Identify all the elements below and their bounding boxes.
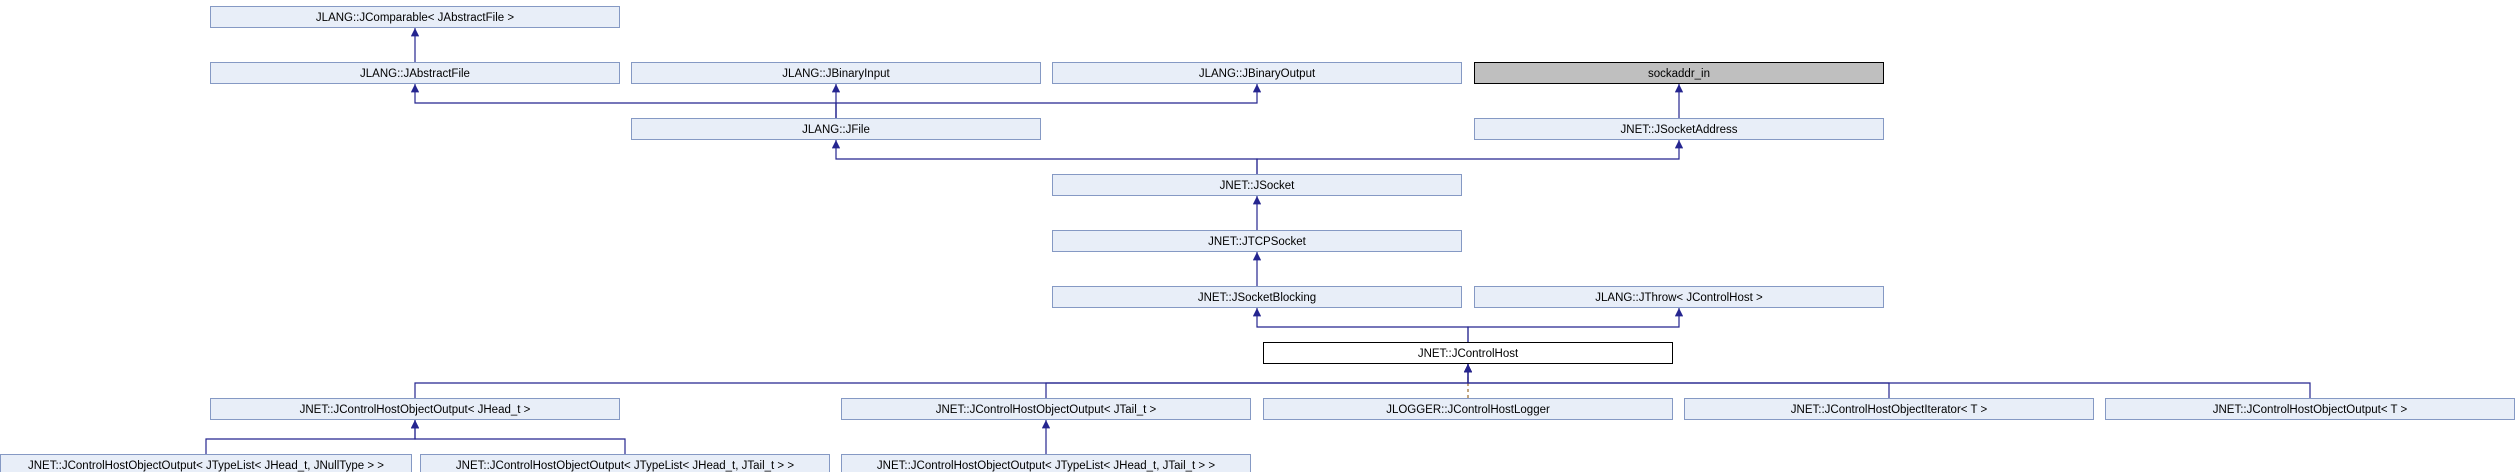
class-node-ot[interactable]: JNET::JControlHostObjectOutput< T > bbox=[2105, 398, 2515, 420]
class-node-box-ot bbox=[2105, 398, 2515, 420]
class-node-box-otail bbox=[841, 398, 1251, 420]
edge-jfile-to-jabstractfile bbox=[410, 84, 837, 118]
class-node-box-ohead bbox=[210, 398, 620, 420]
edge-otail-to-jcontrolhost bbox=[1045, 364, 1473, 398]
class-node-label-olist2: JNET::JControlHostObjectOutput< JTypeLis… bbox=[877, 460, 1215, 472]
edge-olist1-to-ohead bbox=[410, 420, 626, 454]
class-node-label-jsocketblocking: JNET::JSocketBlocking bbox=[1198, 292, 1316, 304]
class-node-sockaddr_in[interactable]: sockaddr_in bbox=[1474, 62, 1884, 84]
class-node-box-jsocketblocking bbox=[1052, 286, 1462, 308]
class-node-label-onull: JNET::JControlHostObjectOutput< JTypeLis… bbox=[28, 460, 384, 472]
class-node-jcontrolhost[interactable]: JNET::JControlHost bbox=[1263, 342, 1673, 364]
class-node-box-olist2 bbox=[841, 454, 1251, 472]
class-node-jsocket[interactable]: JNET::JSocket bbox=[1052, 174, 1462, 196]
class-node-label-otail: JNET::JControlHostObjectOutput< JTail_t … bbox=[936, 404, 1157, 416]
class-node-box-jbinaryoutput bbox=[1052, 62, 1462, 84]
class-node-jbinaryinput[interactable]: JLANG::JBinaryInput bbox=[631, 62, 1041, 84]
class-node-label-jsocket: JNET::JSocket bbox=[1220, 180, 1296, 192]
class-node-jlogger[interactable]: JLOGGER::JControlHostLogger bbox=[1263, 398, 1673, 420]
class-node-label-jtcpsocket: JNET::JTCPSocket bbox=[1208, 236, 1307, 248]
class-node-box-jabstractfile bbox=[210, 62, 620, 84]
class-node-box-jsocketaddress bbox=[1474, 118, 1884, 140]
class-node-jsocketblocking[interactable]: JNET::JSocketBlocking bbox=[1052, 286, 1462, 308]
nodes-layer: JLANG::JComparable< JAbstractFile >JLANG… bbox=[0, 6, 2515, 472]
class-node-jcomparable[interactable]: JLANG::JComparable< JAbstractFile > bbox=[210, 6, 620, 28]
class-node-jtcpsocket[interactable]: JNET::JTCPSocket bbox=[1052, 230, 1462, 252]
class-node-olist1[interactable]: JNET::JControlHostObjectOutput< JTypeLis… bbox=[420, 454, 830, 472]
class-node-label-jabstractfile: JLANG::JAbstractFile bbox=[360, 68, 470, 80]
edges-layer bbox=[205, 28, 2311, 454]
class-node-jfile[interactable]: JLANG::JFile bbox=[631, 118, 1041, 140]
class-node-jbinaryoutput[interactable]: JLANG::JBinaryOutput bbox=[1052, 62, 1462, 84]
class-node-label-jcomparable: JLANG::JComparable< JAbstractFile > bbox=[316, 12, 514, 24]
class-node-label-jcontrolhost: JNET::JControlHost bbox=[1418, 348, 1519, 360]
class-node-jthrow[interactable]: JLANG::JThrow< JControlHost > bbox=[1474, 286, 1884, 308]
class-node-label-jlogger: JLOGGER::JControlHostLogger bbox=[1386, 404, 1550, 416]
class-node-box-jcontrolhost bbox=[1263, 342, 1673, 364]
class-node-box-jbinaryinput bbox=[631, 62, 1041, 84]
edge-jsocket-to-jfile bbox=[831, 140, 1258, 174]
class-node-label-jsocketaddress: JNET::JSocketAddress bbox=[1621, 124, 1738, 136]
edge-jcontrolhost-to-jsocketblocking bbox=[1252, 308, 1469, 342]
class-node-label-sockaddr_in: sockaddr_in bbox=[1648, 68, 1710, 80]
class-node-label-jthrow: JLANG::JThrow< JControlHost > bbox=[1595, 292, 1763, 304]
edge-ot-to-jcontrolhost bbox=[1463, 364, 2311, 398]
class-node-label-olist1: JNET::JControlHostObjectOutput< JTypeLis… bbox=[456, 460, 794, 472]
class-node-box-jiterator bbox=[1684, 398, 2094, 420]
class-node-label-jfile: JLANG::JFile bbox=[802, 124, 870, 136]
class-node-jsocketaddress[interactable]: JNET::JSocketAddress bbox=[1474, 118, 1884, 140]
class-node-label-ohead: JNET::JControlHostObjectOutput< JHead_t … bbox=[300, 404, 531, 416]
edge-jiterator-to-jcontrolhost bbox=[1463, 364, 1890, 398]
class-node-ohead[interactable]: JNET::JControlHostObjectOutput< JHead_t … bbox=[210, 398, 620, 420]
class-node-box-jsocket bbox=[1052, 174, 1462, 196]
class-node-label-jiterator: JNET::JControlHostObjectIterator< T > bbox=[1791, 404, 1988, 416]
class-node-jiterator[interactable]: JNET::JControlHostObjectIterator< T > bbox=[1684, 398, 2094, 420]
class-node-box-jlogger bbox=[1263, 398, 1673, 420]
edge-jcontrolhost-to-jthrow bbox=[1467, 308, 1684, 342]
class-node-label-ot: JNET::JControlHostObjectOutput< T > bbox=[2213, 404, 2408, 416]
class-node-label-jbinaryinput: JLANG::JBinaryInput bbox=[782, 68, 890, 80]
edge-onull-to-ohead bbox=[205, 420, 420, 454]
class-node-label-jbinaryoutput: JLANG::JBinaryOutput bbox=[1199, 68, 1316, 80]
class-node-box-onull bbox=[0, 454, 412, 472]
class-node-olist2[interactable]: JNET::JControlHostObjectOutput< JTypeLis… bbox=[841, 454, 1251, 472]
class-node-box-jfile bbox=[631, 118, 1041, 140]
class-node-box-jthrow bbox=[1474, 286, 1884, 308]
class-node-box-jtcpsocket bbox=[1052, 230, 1462, 252]
class-node-box-sockaddr_in bbox=[1474, 62, 1884, 84]
class-node-box-jcomparable bbox=[210, 6, 620, 28]
class-node-jabstractfile[interactable]: JLANG::JAbstractFile bbox=[210, 62, 620, 84]
edge-jfile-to-jbinaryoutput bbox=[835, 84, 1262, 118]
class-node-box-olist1 bbox=[420, 454, 830, 472]
edge-ohead-to-jcontrolhost bbox=[414, 364, 1473, 398]
class-node-otail[interactable]: JNET::JControlHostObjectOutput< JTail_t … bbox=[841, 398, 1251, 420]
edge-jsocket-to-jsocketaddress bbox=[1256, 140, 1684, 174]
class-node-onull[interactable]: JNET::JControlHostObjectOutput< JTypeLis… bbox=[0, 454, 412, 472]
